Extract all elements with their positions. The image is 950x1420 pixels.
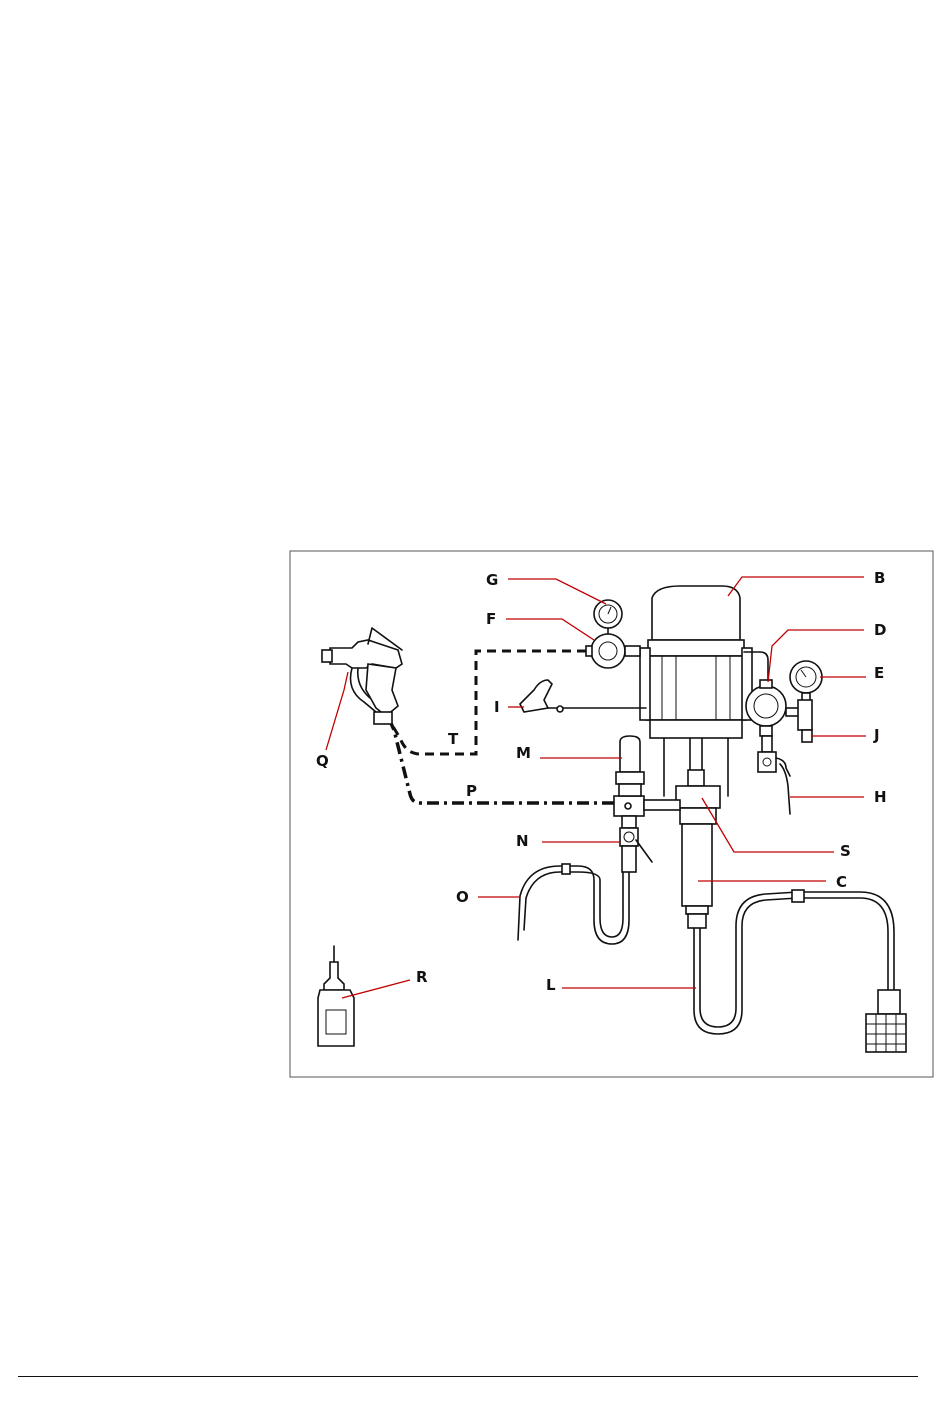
leader-b xyxy=(728,577,864,596)
callout-r: R xyxy=(416,968,428,986)
leader-f xyxy=(506,619,594,640)
callout-n: N xyxy=(516,832,529,850)
gun-air-gauge xyxy=(594,600,622,634)
air-hose xyxy=(384,651,586,754)
callout-g: G xyxy=(486,571,498,589)
callout-e: E xyxy=(874,664,884,682)
leader-g xyxy=(508,579,606,604)
pump-air-gauge xyxy=(790,661,822,701)
callout-o: O xyxy=(456,888,469,906)
air-motor-body xyxy=(640,648,752,738)
callout-s: S xyxy=(840,842,851,860)
gun-air-regulator xyxy=(586,634,640,668)
callout-f: F xyxy=(486,610,496,628)
callout-l: L xyxy=(546,976,556,994)
spray-gun xyxy=(322,628,402,724)
leader-r xyxy=(342,980,410,998)
drain-tube-inner xyxy=(524,872,623,937)
callout-q: Q xyxy=(316,752,329,770)
footer-rule xyxy=(18,1376,918,1377)
fluid-outlet-manifold xyxy=(614,796,680,816)
bleed-air-valve xyxy=(786,700,812,742)
suction-strainer xyxy=(866,990,906,1052)
air-motor-cover xyxy=(648,586,744,656)
callout-m: M xyxy=(516,744,531,762)
suction-hose xyxy=(694,890,894,1034)
callout-d: D xyxy=(874,621,886,639)
pump-runaway-valve xyxy=(520,680,646,712)
callout-i: I xyxy=(494,698,500,716)
callout-b: B xyxy=(874,569,885,587)
leader-s xyxy=(702,798,834,852)
drain-valve xyxy=(620,816,652,872)
callout-t: T xyxy=(448,730,459,748)
callout-p: P xyxy=(466,782,477,800)
drain-tube xyxy=(518,866,629,944)
fluid-filter xyxy=(616,736,644,796)
callout-c: C xyxy=(836,873,847,891)
air-inlet-valve xyxy=(758,736,790,776)
drain-tube-fitting xyxy=(562,864,570,874)
callout-j: J xyxy=(873,726,880,744)
leader-q xyxy=(326,672,348,750)
displacement-pump xyxy=(682,824,712,928)
callout-h: H xyxy=(874,788,887,806)
